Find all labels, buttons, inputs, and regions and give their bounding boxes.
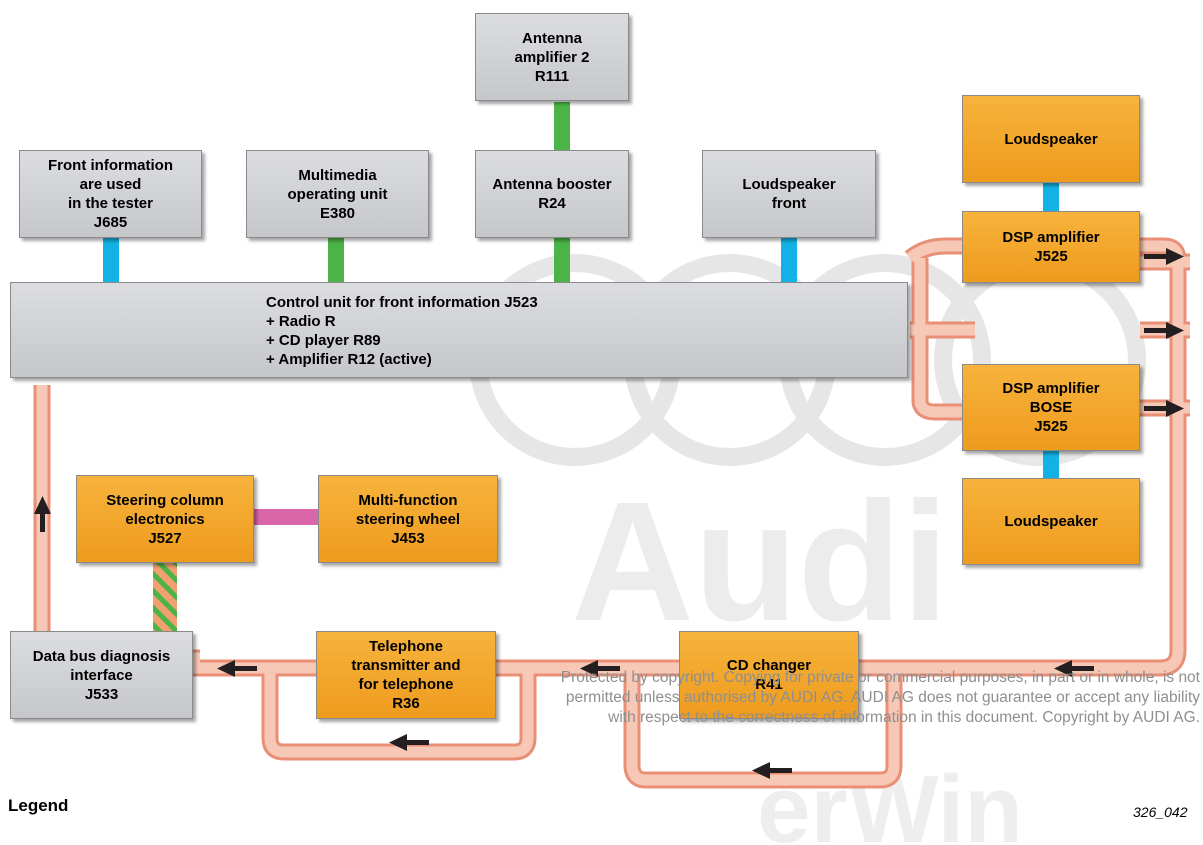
- watermark-rings: [469, 254, 1146, 466]
- figure-number: 326_042: [1133, 804, 1188, 820]
- dsp-amplifier-box: DSP amplifier J525: [962, 211, 1140, 283]
- arrow-right-middle: [1144, 322, 1184, 339]
- steering-column-electronics-box: Steering column electronics J527: [76, 475, 254, 563]
- link-tester-control: [103, 238, 119, 282]
- telephone-transmitter-box: Telephone transmitter and for telephone …: [316, 631, 496, 719]
- dsp-amplifier-bose-box: DSP amplifier BOSE J525: [962, 364, 1140, 451]
- loudspeaker-front-box: Loudspeaker front: [702, 150, 876, 238]
- front-information-tester-box: Front information are used in the tester…: [19, 150, 202, 238]
- arrow-right-dsp-upper: [1144, 248, 1184, 265]
- copyright-notice: Protected by copyright. Copying for priv…: [560, 669, 1200, 726]
- multi-function-steering-wheel-box: Multi-function steering wheel J453: [318, 475, 498, 563]
- link-loudspeaker-front-control: [781, 238, 797, 282]
- loudspeaker-bottom-box: Loudspeaker: [962, 478, 1140, 565]
- multimedia-operating-unit-box: Multimedia operating unit E380: [246, 150, 429, 238]
- data-bus-diagnosis-interface-box: Data bus diagnosis interface J533: [10, 631, 193, 719]
- arrow-left-cd-loop-upper: [580, 660, 620, 677]
- link-multimedia-control: [328, 238, 344, 282]
- watermark-brand: Audi: [571, 467, 949, 657]
- arrow-left-cd-loop-lower: [752, 762, 792, 779]
- cd-changer-box: CD changer R41: [679, 631, 859, 719]
- arrow-left-cd-changer: [1054, 660, 1094, 677]
- link-steering-column-diagnosis: [153, 563, 177, 631]
- loudspeaker-top-box: Loudspeaker: [962, 95, 1140, 183]
- arrow-right-dsp-bose: [1144, 400, 1184, 417]
- link-booster-control: [554, 238, 570, 282]
- link-antenna-amp-booster: [554, 102, 570, 150]
- antenna-amplifier-2-box: Antenna amplifier 2 R111: [475, 13, 629, 101]
- arrow-left-diagnosis: [217, 660, 257, 677]
- direction-arrows: [34, 248, 1184, 779]
- legend-label: Legend: [8, 796, 69, 815]
- link-steering-column-wheel: [254, 509, 318, 525]
- arrow-left-telephone: [389, 734, 429, 751]
- control-unit-front-information-box: Control unit for front information J523 …: [10, 282, 908, 378]
- link-loudspeaker-dsp: [1043, 183, 1059, 211]
- antenna-booster-box: Antenna booster R24: [475, 150, 629, 238]
- arrow-up-left: [34, 496, 51, 532]
- link-dsp-bose-loudspeaker: [1043, 451, 1059, 478]
